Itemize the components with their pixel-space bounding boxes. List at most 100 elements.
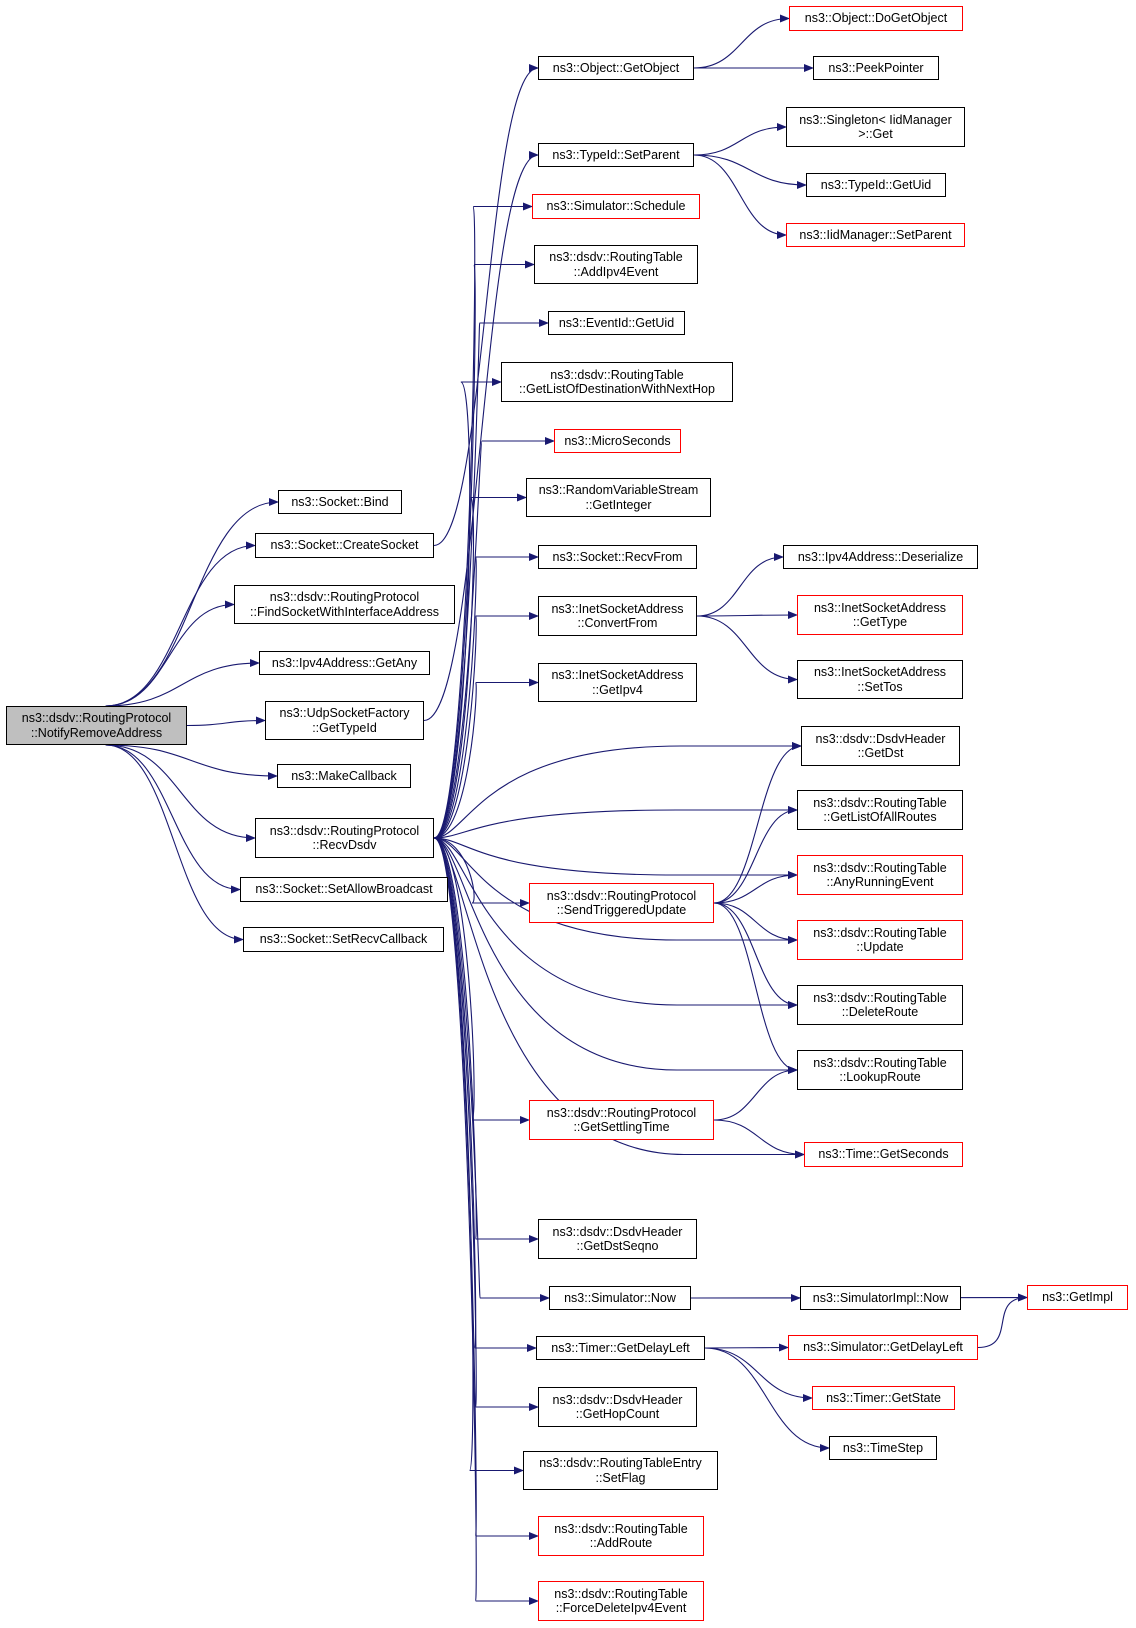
edge-getsettlingtime-to-time-getseconds — [713, 1119, 805, 1159]
node-label-line: ns3::Timer::GetDelayLeft — [551, 1340, 690, 1355]
edge-recvdsdv-to-socket-recvfrom — [433, 553, 539, 839]
node-root: ns3::dsdv::RoutingProtocol::NotifyRemove… — [6, 706, 187, 745]
node-label-line: ::LookupRoute — [839, 1070, 921, 1084]
node-sim-getdelayleft[interactable]: ns3::Simulator::GetDelayLeft — [788, 1335, 978, 1360]
edge-sendtriggeredupdate-to-rt-lookuproute — [713, 902, 798, 1074]
edge-recvdsdv-to-rt-update — [433, 837, 798, 944]
node-singleton-get[interactable]: ns3::Singleton< IidManager>::Get — [786, 107, 965, 147]
node-label-line: ns3::RandomVariableStream — [538, 483, 699, 497]
node-time-getseconds[interactable]: ns3::Time::GetSeconds — [804, 1142, 963, 1167]
node-isa-settos[interactable]: ns3::InetSocketAddress::SetTos — [797, 660, 963, 699]
edge-timer-getdelayleft-to-sim-getdelayleft — [704, 1343, 789, 1352]
node-makecallback[interactable]: ns3::MakeCallback — [277, 764, 411, 788]
node-hdr-getdstseqno[interactable]: ns3::dsdv::DsdvHeader::GetDstSeqno — [538, 1219, 697, 1259]
node-getimpl[interactable]: ns3::GetImpl — [1027, 1285, 1128, 1310]
node-label-line: ns3::dsdv::DsdvHeader — [552, 1392, 683, 1407]
node-label-line: ns3::InetSocketAddress — [813, 600, 947, 615]
node-getlistofdest[interactable]: ns3::dsdv::RoutingTable::GetListOfDestin… — [501, 362, 733, 402]
node-label-line: ns3::TypeId::SetParent — [552, 147, 680, 162]
node-label-line: ns3::dsdv::RoutingTable — [554, 1521, 688, 1536]
node-isa-convertfrom[interactable]: ns3::InetSocketAddress::ConvertFrom — [538, 596, 697, 636]
node-timestep[interactable]: ns3::TimeStep — [829, 1436, 937, 1460]
node-eventid-getuid[interactable]: ns3::EventId::GetUid — [548, 311, 685, 335]
node-timer-getstate[interactable]: ns3::Timer::GetState — [812, 1386, 955, 1410]
node-setrecvcallback[interactable]: ns3::Socket::SetRecvCallback — [243, 927, 444, 952]
node-addipv4event[interactable]: ns3::dsdv::RoutingTable::AddIpv4Event — [534, 245, 698, 284]
node-label-line: ::GetSettlingTime — [573, 1120, 670, 1134]
edge-root-to-socket-createsocket — [105, 541, 256, 707]
edge-isa-convertfrom-to-isa-gettype — [696, 611, 798, 620]
edge-timer-getdelayleft-to-timestep — [704, 1347, 830, 1452]
node-label-line: ns3::Socket::SetRecvCallback — [259, 932, 428, 947]
edge-sendtriggeredupdate-to-rt-anyrunningevent — [713, 871, 798, 904]
edge-sendtriggeredupdate-to-hdr-getdst — [713, 742, 802, 904]
node-ipv4-getany[interactable]: ns3::Ipv4Address::GetAny — [259, 651, 430, 675]
node-label-line: ns3::dsdv::RoutingTable — [549, 250, 683, 264]
edge-typeid-setparent-to-iidmanager-setparent — [693, 154, 787, 239]
node-rt-lookuproute[interactable]: ns3::dsdv::RoutingTable::LookupRoute — [797, 1050, 963, 1090]
node-label-line: ns3::dsdv::DsdvHeader — [815, 731, 946, 746]
node-label-line: ns3::dsdv::RoutingProtocol — [269, 823, 420, 838]
node-label-line: ns3::EventId::GetUid — [558, 315, 675, 330]
node-recvdsdv[interactable]: ns3::dsdv::RoutingProtocol::RecvDsdv — [255, 818, 434, 858]
node-simulator-now[interactable]: ns3::Simulator::Now — [549, 1286, 691, 1310]
node-object-dogetobject[interactable]: ns3::Object::DoGetObject — [789, 6, 963, 31]
node-label-line: ns3::Socket::SetAllowBroadcast — [255, 882, 433, 897]
node-rt-addroute[interactable]: ns3::dsdv::RoutingTable::AddRoute — [538, 1516, 704, 1556]
node-simimpl-now[interactable]: ns3::SimulatorImpl::Now — [800, 1286, 961, 1310]
node-peekpointer[interactable]: ns3::PeekPointer — [813, 56, 939, 80]
node-label-line: ns3::Simulator::Now — [564, 1290, 676, 1305]
node-socket-createsocket[interactable]: ns3::Socket::CreateSocket — [255, 533, 434, 558]
node-simulator-schedule[interactable]: ns3::Simulator::Schedule — [532, 194, 700, 219]
node-hdr-gethopcount[interactable]: ns3::dsdv::DsdvHeader::GetHopCount — [538, 1387, 697, 1427]
node-hdr-getdst[interactable]: ns3::dsdv::DsdvHeader::GetDst — [801, 726, 960, 766]
node-label-line: ::SetFlag — [595, 1470, 646, 1485]
edge-isa-convertfrom-to-isa-settos — [696, 615, 798, 684]
node-typeid-getuid[interactable]: ns3::TypeId::GetUid — [806, 173, 946, 197]
node-isa-getipv4[interactable]: ns3::InetSocketAddress::GetIpv4 — [538, 663, 697, 702]
node-label-line: ::Update — [856, 940, 904, 954]
node-label-line: ::NotifyRemoveAddress — [30, 725, 163, 740]
node-rte-setflag[interactable]: ns3::dsdv::RoutingTableEntry::SetFlag — [523, 1451, 718, 1490]
node-getsettlingtime[interactable]: ns3::dsdv::RoutingProtocol::GetSettlingT… — [529, 1100, 714, 1140]
edge-root-to-recvdsdv — [105, 744, 256, 842]
node-socket-recvfrom[interactable]: ns3::Socket::RecvFrom — [538, 545, 697, 569]
node-label-line: ns3::MicroSeconds — [564, 433, 671, 448]
node-sendtriggeredupdate[interactable]: ns3::dsdv::RoutingProtocol::SendTriggere… — [529, 883, 714, 923]
node-label-line: ns3::InetSocketAddress — [551, 601, 684, 616]
node-label-line: ns3::dsdv::RoutingProtocol — [269, 590, 420, 604]
node-label-line: ns3::dsdv::RoutingTable — [813, 860, 947, 875]
edge-recvdsdv-to-rvs-getinteger — [433, 493, 527, 839]
node-isa-gettype[interactable]: ns3::InetSocketAddress::GetType — [797, 595, 963, 635]
edge-sendtriggeredupdate-to-rt-getlistofallroutes — [713, 806, 798, 904]
node-microseconds[interactable]: ns3::MicroSeconds — [554, 429, 681, 453]
node-rt-anyrunningevent[interactable]: ns3::dsdv::RoutingTable::AnyRunningEvent — [797, 855, 963, 895]
node-label-line: ::GetTypeId — [312, 720, 377, 735]
edge-object-getobject-to-object-dogetobject — [693, 14, 790, 69]
node-udp-gettypeid[interactable]: ns3::UdpSocketFactory::GetTypeId — [265, 701, 424, 740]
node-ipv4-deserialize[interactable]: ns3::Ipv4Address::Deserialize — [783, 545, 978, 569]
node-label-line: ::ForceDeleteIpv4Event — [555, 1601, 687, 1615]
edge-recvdsdv-to-getlistofdest — [433, 378, 502, 839]
node-socket-bind[interactable]: ns3::Socket::Bind — [278, 490, 402, 514]
node-object-getobject[interactable]: ns3::Object::GetObject — [538, 56, 694, 80]
node-setallowbroadcast[interactable]: ns3::Socket::SetAllowBroadcast — [240, 877, 448, 902]
node-label-line: ::AnyRunningEvent — [826, 875, 934, 889]
node-rvs-getinteger[interactable]: ns3::RandomVariableStream::GetInteger — [526, 478, 711, 517]
edge-sendtriggeredupdate-to-rt-deleteroute — [713, 902, 798, 1009]
node-iidmanager-setparent[interactable]: ns3::IidManager::SetParent — [786, 223, 965, 247]
edge-isa-convertfrom-to-ipv4-deserialize — [696, 553, 784, 617]
node-rt-update[interactable]: ns3::dsdv::RoutingTable::Update — [797, 920, 963, 960]
edge-recvdsdv-to-hdr-getdst — [433, 742, 802, 839]
node-label-line: ns3::Timer::GetState — [826, 1390, 941, 1405]
node-label-line: ns3::dsdv::RoutingProtocol — [546, 1105, 697, 1120]
node-rt-getlistofallroutes[interactable]: ns3::dsdv::RoutingTable::GetListOfAllRou… — [797, 790, 963, 830]
node-rt-forcedelete[interactable]: ns3::dsdv::RoutingTable::ForceDeleteIpv4… — [538, 1581, 704, 1621]
edge-recvdsdv-to-rt-lookuproute — [433, 837, 798, 1074]
node-findsocket[interactable]: ns3::dsdv::RoutingProtocol::FindSocketWi… — [234, 585, 455, 624]
node-timer-getdelayleft[interactable]: ns3::Timer::GetDelayLeft — [536, 1336, 705, 1360]
node-label-line: ::SendTriggeredUpdate — [556, 903, 687, 917]
node-rt-deleteroute[interactable]: ns3::dsdv::RoutingTable::DeleteRoute — [797, 985, 963, 1025]
node-typeid-setparent[interactable]: ns3::TypeId::SetParent — [538, 143, 694, 167]
